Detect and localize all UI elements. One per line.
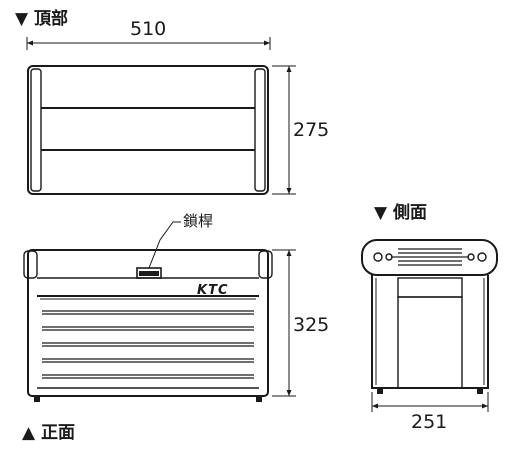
side-view-label: 側面 bbox=[393, 203, 427, 223]
arrowhead bbox=[482, 403, 488, 409]
side-lower-panel bbox=[397, 296, 463, 389]
front-view bbox=[23, 221, 296, 402]
side-bolt bbox=[373, 252, 383, 262]
arrowhead bbox=[286, 188, 292, 194]
top-right-endcap bbox=[254, 68, 266, 192]
view-marker: ▼ bbox=[15, 9, 29, 29]
side-handle-grip bbox=[398, 248, 462, 266]
front-view-title: ▲ 正面 bbox=[22, 425, 75, 442]
ktc-logo: KTC bbox=[197, 283, 229, 298]
top-left-endcap bbox=[30, 68, 42, 192]
left-foot bbox=[34, 396, 40, 402]
side-view-title: ▼ 側面 bbox=[374, 205, 427, 222]
side-view bbox=[361, 239, 498, 412]
front-view-label: 正面 bbox=[41, 423, 75, 443]
side-foot bbox=[477, 388, 483, 394]
arrowhead bbox=[286, 250, 292, 256]
arrowhead bbox=[286, 66, 292, 72]
side-handle-plate bbox=[361, 239, 498, 276]
side-body bbox=[371, 275, 489, 389]
view-marker: ▼ bbox=[374, 203, 388, 223]
top-outline bbox=[27, 65, 269, 195]
side-upper-panel bbox=[397, 277, 463, 298]
top-view-title: ▼ 頂部 bbox=[15, 11, 68, 28]
drawers bbox=[42, 310, 254, 379]
dim-front-height: 325 bbox=[293, 314, 330, 336]
latch-callout: 鎖桿 bbox=[183, 212, 214, 230]
right-foot bbox=[256, 396, 262, 402]
dim-top-depth: 275 bbox=[293, 119, 330, 141]
left-hinge bbox=[23, 250, 38, 279]
view-marker: ▲ bbox=[22, 423, 36, 443]
dim-top-width: 510 bbox=[130, 18, 167, 40]
side-foot bbox=[377, 388, 383, 394]
arrowhead bbox=[264, 40, 270, 46]
side-bolt bbox=[477, 252, 487, 262]
top-view-label: 頂部 bbox=[34, 9, 68, 29]
right-hinge bbox=[258, 250, 273, 279]
top-view bbox=[26, 37, 296, 195]
arrowhead bbox=[27, 40, 33, 46]
arrowhead bbox=[286, 390, 292, 396]
latch-slot bbox=[139, 271, 159, 276]
dim-side-depth: 251 bbox=[411, 411, 448, 433]
arrowhead bbox=[372, 403, 378, 409]
front-outline bbox=[27, 249, 269, 397]
latch-leader bbox=[148, 221, 181, 269]
